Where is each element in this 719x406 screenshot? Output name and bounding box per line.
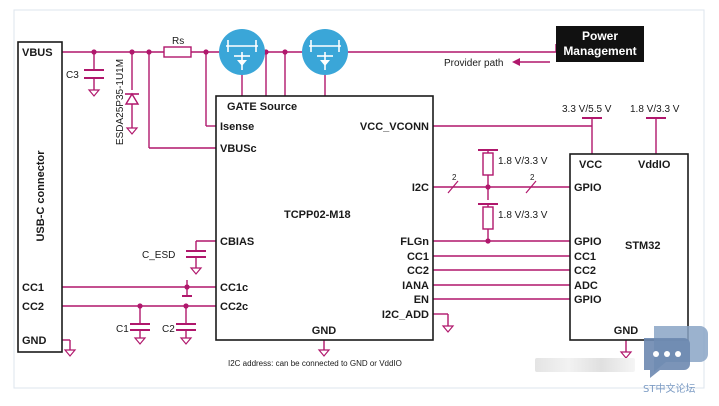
tcpp-name: TCPP02-M18 [284,209,351,221]
c-esd-capacitor [186,250,206,258]
c3-label: C3 [66,70,79,81]
mosfet-2-icon [302,29,348,75]
tvs-diode-icon [124,92,140,110]
tcpp-i2c: I2C [412,182,429,194]
conn-cc1-label: CC1 [22,282,44,294]
tcpp-flgn: FLGn [400,236,429,248]
usb-c-connector [17,41,63,353]
vddio-rail-label: 1.8 V/3.3 V [630,104,680,115]
tcpp-isense: Isense [220,121,254,133]
stm32-cc1: CC1 [574,251,596,263]
tcpp-i2c-add: I2C_ADD [382,309,429,321]
tcpp02-chip [215,95,434,341]
junction-dots [91,49,491,309]
tcpp-cc2c: CC2c [220,301,248,313]
stm32-adc: ADC [574,280,598,292]
vcc-rail-label: 3.3 V/5.5 V [562,104,612,115]
conn-gnd-label: GND [22,335,47,347]
pm-line2: Management [563,44,636,58]
conn-title: USB-C connector [35,150,47,242]
watermark-text: ST中文论坛 [643,384,696,395]
c3-capacitor [84,69,104,79]
pullup-resistor-i2c [482,152,494,176]
outer-frame [13,9,705,389]
stm32-gpio-1: GPIO [574,182,602,194]
stm32-vcc: VCC [579,159,602,171]
stm32-gpio-2: GPIO [574,236,602,248]
tcpp-gnd: GND [312,325,337,337]
tcpp-vcc-vconn: VCC_VCONN [360,121,429,133]
tcpp-cc1: CC1 [407,251,429,263]
mosfet-1-icon [219,29,265,75]
forum-logo-icon [644,326,708,378]
tvs-label: ESDA25P35-1U1M [115,59,126,145]
power-management-box [556,26,644,62]
pullup-i2c-label: 1.8 V/3.3 V [498,156,548,167]
pullup-resistor-flg [482,206,494,230]
blurred-region [535,358,635,372]
c2-capacitor [176,323,196,331]
c-esd-label: C_ESD [142,250,175,261]
stm32-gpio-3: GPIO [574,294,602,306]
stm32-name: STM32 [625,240,660,252]
stm32-vddio: VddIO [638,159,671,171]
tcpp-cbias: CBIAS [220,236,254,248]
provider-path-label: Provider path [444,58,503,69]
bus-width-b: 2 [530,173,535,182]
provider-arrow-icon [512,58,520,66]
c2-label: C2 [162,324,175,335]
c1-label: C1 [116,324,129,335]
conn-vbus-label: VBUS [22,47,53,59]
stm32-chip [569,153,689,341]
tcpp-iana: IANA [402,280,429,292]
tcpp-vbusc: VBUSc [220,143,257,155]
stm32-gnd: GND [614,325,639,337]
tcpp-gate-source: GATE Source [227,101,297,113]
tcpp-cc1c: CC1c [220,282,248,294]
i2c-address-note: I2C address: can be connected to GND or … [228,359,402,368]
pullup-flg-label: 1.8 V/3.3 V [498,210,548,221]
rs-label: Rs [172,36,184,47]
conn-cc2-label: CC2 [22,301,44,313]
c1-capacitor [130,323,150,331]
pm-line1: Power [582,29,618,43]
bus-width-a: 2 [452,173,457,182]
ground-symbols [63,89,633,359]
bus-slashes [447,180,537,194]
rs-resistor [163,46,192,58]
stm32-cc2: CC2 [574,265,596,277]
tcpp-en: EN [414,294,429,306]
tcpp-cc2: CC2 [407,265,429,277]
